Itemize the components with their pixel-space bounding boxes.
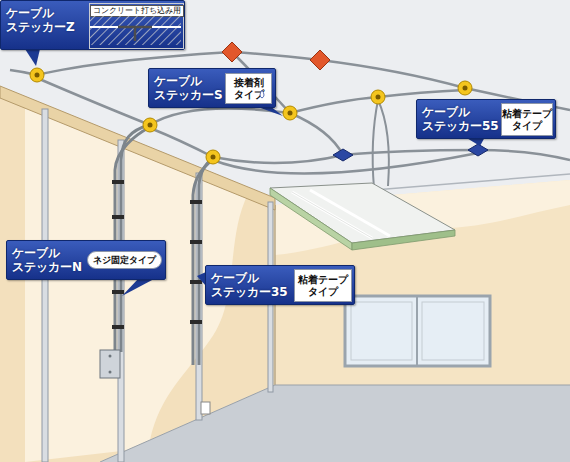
type-label: 接着剤 タイプ [226, 77, 271, 101]
fluorescent-tube [310, 190, 390, 236]
type-label: 粘着テープ タイプ [502, 108, 552, 132]
window-sash [416, 296, 418, 366]
callout-tail [25, 49, 40, 66]
type-label: 粘着テープ タイプ [295, 274, 351, 298]
callout-title: ケーブル ステッカーS [149, 69, 236, 102]
sticker-center [35, 73, 40, 78]
window-glass [422, 302, 484, 360]
callout-box: ケーブル ステッカーNネジ固定タイプ [6, 240, 166, 280]
yellow-sticker [371, 90, 385, 104]
light-fixture-side [352, 230, 455, 250]
hanging-wire [373, 100, 378, 188]
window-glass [351, 302, 412, 360]
outlet [201, 402, 210, 414]
callout-box: ケーブル ステッカー55粘着テープ タイプ [416, 99, 556, 139]
sticker-center [376, 95, 381, 100]
yellow-sticker [30, 68, 44, 82]
type-tag: 粘着テープ タイプ [294, 269, 352, 302]
cable-clip [190, 240, 202, 244]
callout-title: ケーブル ステッカーZ [1, 1, 88, 34]
type-tag: 接着剤 タイプ [225, 73, 272, 104]
sticker-center [211, 155, 216, 160]
concrete-hatch [90, 16, 181, 45]
callout-box: ケーブル ステッカー35粘着テープ タイプ [205, 265, 355, 305]
stud [42, 109, 48, 462]
concrete-surface [90, 26, 181, 28]
cable [199, 157, 213, 365]
junction-box [100, 350, 120, 378]
junction-screw [109, 371, 112, 374]
floor-edge [100, 385, 275, 462]
type-tag: コンクリート打ち込み用 [89, 3, 184, 49]
cable-clip [190, 320, 202, 324]
sticker-center [288, 111, 293, 116]
yellow-sticker [458, 81, 472, 95]
red-sticker [222, 42, 242, 62]
adhesive-drop [260, 90, 264, 98]
callout-box: ケーブル ステッカーS接着剤 タイプ [148, 68, 276, 108]
type-label: ネジ固定タイプ [93, 254, 156, 266]
window [345, 296, 490, 366]
cable [121, 125, 150, 352]
cable-clip [112, 325, 124, 329]
callout-title: ケーブル ステッカー35 [206, 266, 293, 299]
blue-sticker [468, 144, 488, 156]
cable-clip [112, 290, 124, 294]
sticker-center [463, 86, 468, 91]
yellow-sticker [206, 150, 220, 164]
yellow-sticker [283, 106, 297, 120]
fluorescent-tube [292, 192, 372, 238]
cable-clip [190, 280, 202, 284]
callout-box: ケーブル ステッカーZコンクリート打ち込み用 [0, 0, 185, 50]
hanging-wire [378, 100, 389, 186]
anchor-symbol [118, 27, 152, 41]
type-label: コンクリート打ち込み用 [90, 5, 184, 17]
fluorescent-tube [292, 192, 372, 238]
cable-clip [112, 215, 124, 219]
callout-title: ケーブル ステッカーN [7, 241, 94, 274]
cable-clip [112, 180, 124, 184]
red-sticker [310, 50, 330, 70]
callout-tail [122, 279, 154, 296]
blue-sticker [333, 149, 353, 161]
cable [193, 159, 213, 365]
sticker-center [148, 123, 153, 128]
floor-edge [275, 385, 570, 386]
cable-clip [190, 200, 202, 204]
yellow-sticker [143, 118, 157, 132]
type-tag: 粘着テープ タイプ [501, 103, 553, 136]
floor [100, 385, 570, 462]
type-tag: ネジ固定タイプ [87, 251, 162, 269]
junction-screw [109, 355, 112, 358]
callout-title: ケーブル ステッカー55 [417, 100, 504, 133]
